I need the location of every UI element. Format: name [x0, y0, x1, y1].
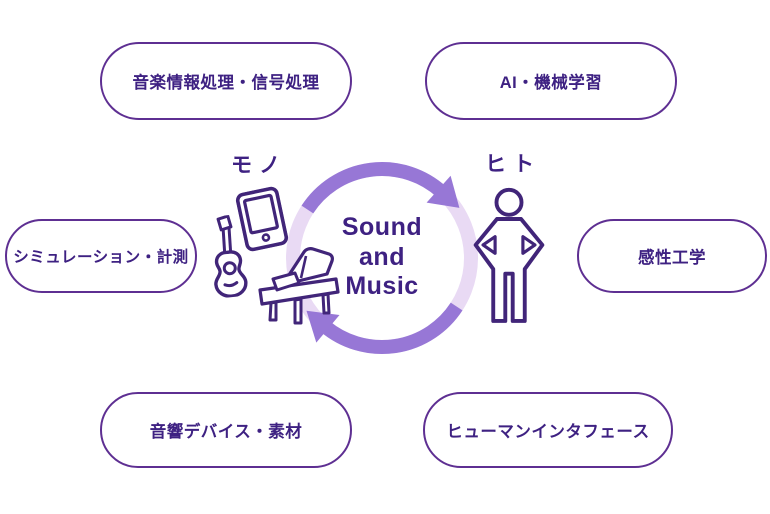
person-left-arm-gap — [481, 235, 497, 255]
cycle-arrows-icon — [286, 162, 478, 354]
pill-simulation-measurement: シミュレーション・計測 — [5, 219, 197, 293]
pill-acoustic-devices-materials: 音響デバイス・素材 — [100, 392, 352, 468]
pill-label: 音楽情報処理・信号処理 — [132, 74, 320, 92]
center-title-line1: Sound — [341, 213, 423, 241]
mono-label: モノ — [231, 154, 287, 177]
pill-human-interface: ヒューマンインタフェース — [423, 392, 673, 468]
piano-lid-prop — [299, 255, 308, 279]
tablet-home-button — [261, 233, 271, 242]
tablet-icon — [235, 186, 289, 252]
person-icon — [473, 187, 545, 323]
pill-label: 感性工学 — [638, 249, 706, 267]
person-body — [473, 217, 545, 323]
cycle-top-arrowhead-icon — [426, 175, 460, 208]
tablet-screen — [243, 193, 279, 235]
pill-label: AI・機械学習 — [499, 74, 603, 92]
pill-kansei-engineering: 感性工学 — [577, 219, 767, 293]
center-title-line3: Music — [345, 272, 419, 300]
pill-label: シミュレーション・計測 — [13, 249, 189, 266]
guitar-soundhole — [222, 261, 237, 276]
pill-music-information-processing: 音楽情報処理・信号処理 — [100, 42, 352, 120]
piano-leg-middle — [293, 297, 303, 325]
piano-keyboard — [271, 271, 301, 292]
cycle-bottom-arrowhead-icon — [306, 310, 340, 343]
piano-body — [258, 277, 340, 306]
pill-label: ヒューマンインタフェース — [446, 423, 650, 441]
guitar-icon — [214, 214, 248, 298]
piano-lid — [285, 247, 334, 285]
center-title-line2: and — [359, 242, 405, 271]
pill-ai-machine-learning: AI・機械学習 — [425, 42, 677, 120]
guitar-neck — [221, 227, 233, 254]
cycle-top-arc — [301, 162, 447, 214]
hito-label: ヒト — [485, 153, 541, 176]
cycle-bottom-arc — [320, 302, 463, 354]
person-right-arm-gap — [521, 235, 537, 255]
pill-label: 音響デバイス・素材 — [149, 423, 303, 441]
center-title: Sound and Music — [312, 213, 452, 302]
grand-piano-icon — [258, 247, 340, 325]
guitar-headstock — [216, 214, 233, 232]
guitar-bridge — [223, 281, 239, 288]
piano-leg-left — [268, 300, 278, 322]
person-head — [494, 187, 524, 217]
